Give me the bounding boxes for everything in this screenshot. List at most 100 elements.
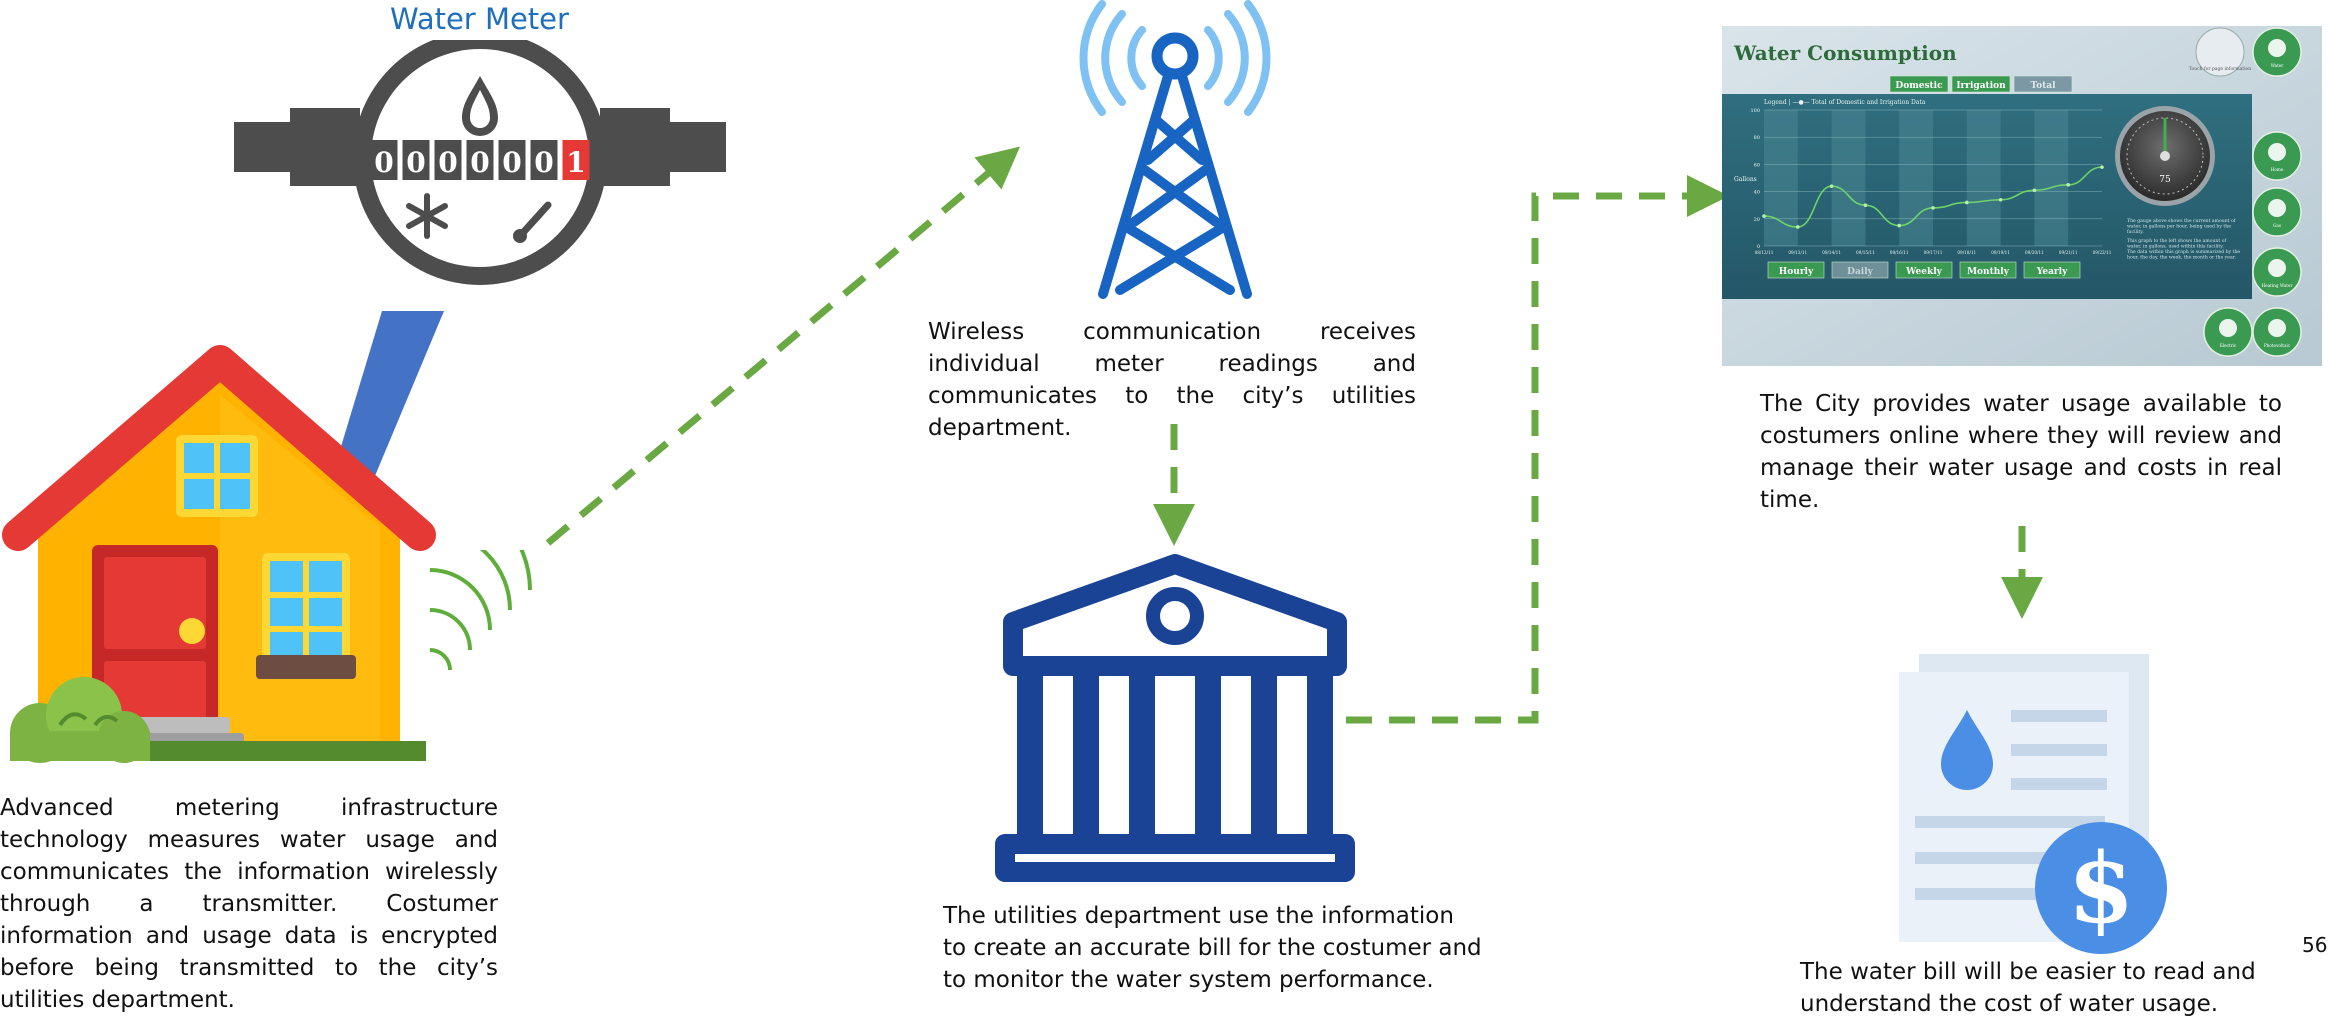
meter-link-beam	[330, 311, 444, 483]
side-button-glyph	[2268, 319, 2286, 337]
meter-digit: 0	[406, 146, 425, 179]
dashboard-tab	[1889, 75, 1949, 93]
period-button-label: Monthly	[1967, 267, 2010, 277]
water-bill-icon: $	[1899, 654, 2167, 954]
asterisk-icon	[406, 193, 448, 239]
chart-y-tick: 40	[1754, 190, 1760, 196]
chart-point	[1863, 203, 1868, 207]
chart-point	[1762, 214, 1766, 218]
water-meter-title: Water Meter	[390, 2, 569, 36]
chart-y-tick: 100	[1750, 108, 1760, 114]
period-button-label: Daily	[1847, 267, 1873, 277]
meter-digit: 0	[502, 146, 521, 179]
period-button-label: Yearly	[2036, 267, 2068, 277]
chart-point	[1796, 225, 1800, 229]
dashboard-chart: 100 80 60 40 20 008/12/11 09/13/11 09/14/11 09/1…	[1750, 108, 2111, 255]
meter-digit-box	[402, 140, 430, 180]
period-button	[1767, 261, 1825, 279]
chart-x-tick: 08/12/11	[1755, 250, 1774, 255]
arrow-house-to-tower	[545, 146, 1021, 546]
chart-x-tick: 09/18/11	[1957, 250, 1976, 255]
meter-digit: 0	[470, 146, 489, 179]
meter-digit: 0	[438, 146, 457, 179]
period-button	[1831, 261, 1889, 279]
meter-digit-box	[530, 140, 558, 180]
meter-digit-box	[370, 140, 398, 180]
graph-note: This graph to the left shows the amount …	[2127, 238, 2240, 261]
gauge-value: 75	[2159, 175, 2171, 185]
chart-x-tick: 09/20/11	[2025, 250, 2044, 255]
side-button-glyph	[2219, 319, 2237, 337]
meter-digit-box	[562, 140, 590, 180]
utilities-caption: The utilities department use the informa…	[943, 903, 1482, 993]
side-button-label: Home	[2271, 167, 2284, 172]
side-button-glyph	[2268, 39, 2286, 57]
chart-x-tick: 09/16/11	[1890, 250, 1909, 255]
chart-stripe	[1764, 110, 1798, 246]
utilities-building-icon	[995, 554, 1355, 882]
chart-y-tick: 80	[1754, 135, 1760, 141]
side-button-glyph	[2268, 199, 2286, 217]
side-button-label: Gas	[2273, 223, 2281, 228]
touch-hint-button: Touch for page information	[2189, 27, 2251, 77]
chart-point	[2066, 183, 2070, 187]
side-button-label: Electric	[2220, 343, 2237, 348]
chart-y-tick: 0	[1757, 244, 1760, 250]
period-button-label: Weekly	[1905, 267, 1942, 277]
period-button	[1895, 261, 1953, 279]
dashboard-tab	[2013, 75, 2073, 93]
dollar-sign-icon: $	[2068, 832, 2135, 945]
house-icon	[2, 345, 436, 763]
dashboard-tab-label: Domestic	[1895, 81, 1943, 91]
page-number: 56	[2302, 933, 2328, 957]
side-button-glyph	[2268, 259, 2286, 277]
side-button-label: Photovoltaic	[2264, 343, 2291, 348]
meter-digit-box	[498, 140, 526, 180]
arrow-utilities-to-online	[1346, 175, 1729, 724]
chart-x-tick: 09/15/11	[1856, 250, 1875, 255]
chart-point	[1965, 200, 1969, 205]
dashboard-tab-label: Total	[2030, 81, 2056, 91]
dashboard-y-label: Gallons	[1734, 176, 1757, 183]
chart-x-tick: 09/14/11	[1822, 250, 1841, 255]
dashboard-title: Water Consumption	[1733, 41, 1957, 65]
side-button-glyph	[2268, 143, 2286, 161]
dashboard-tab	[1951, 75, 2011, 93]
dashboard-period-buttons: Hourly Daily Weekly Monthly Yearly	[1767, 261, 2081, 279]
dashboard-legend: Legend | —●— Total of Domestic and Irrig…	[1764, 99, 1926, 106]
chart-x-tick: 09/19/11	[1991, 250, 2010, 255]
chart-stripe	[1966, 110, 2001, 246]
chart-x-tick: 09/22/11	[2093, 250, 2112, 255]
gauge-note: The gauge above shows the current amount…	[2127, 218, 2236, 235]
meter-digit-box	[434, 140, 462, 180]
touch-hint: Touch for page information	[2189, 66, 2251, 72]
radio-tower-icon	[1079, 0, 1271, 299]
house-caption: Advanced metering infrastructure technol…	[0, 795, 498, 1013]
chart-stripe	[2034, 110, 2069, 246]
chart-point	[1897, 223, 1901, 228]
meter-digit-box	[466, 140, 494, 180]
chart-point	[1931, 206, 1935, 210]
meter-digit: 0	[534, 146, 553, 179]
side-button-label: Water	[2271, 63, 2284, 68]
chart-y-tick: 20	[1754, 217, 1760, 223]
period-button-label: Hourly	[1779, 267, 1814, 277]
chart-x-tick: 09/17/11	[1924, 250, 1943, 255]
dashboard-gauge: 75	[2115, 106, 2215, 206]
side-button-label: Heating Water	[2262, 283, 2293, 288]
period-button	[2023, 261, 2081, 279]
wifi-signal-icon	[429, 550, 532, 670]
chart-point	[1998, 197, 2003, 202]
chart-stripe	[1831, 110, 1866, 246]
period-button	[1959, 261, 2017, 279]
chart-x-tick: 09/13/11	[1788, 250, 1807, 255]
chart-point	[1829, 184, 1834, 188]
meter-digit: 0	[374, 146, 393, 179]
chart-y-tick: 60	[1754, 162, 1760, 168]
chart-point	[2032, 188, 2037, 193]
